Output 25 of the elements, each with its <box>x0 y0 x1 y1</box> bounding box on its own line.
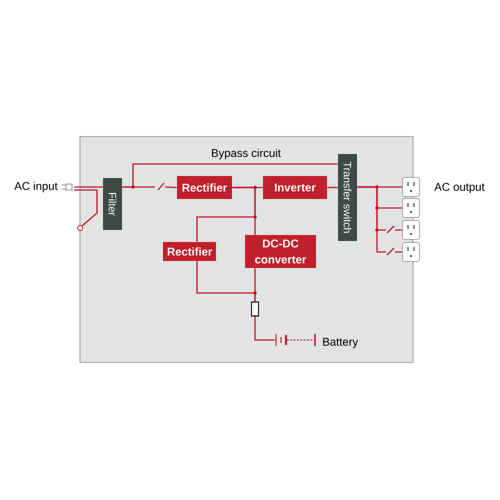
edge-label: Bypass circuit <box>210 147 282 161</box>
wire <box>122 163 338 188</box>
side-label: Battery <box>323 338 358 348</box>
outlet-icon <box>402 242 420 262</box>
component-box: Filter <box>103 178 122 230</box>
wire <box>74 186 103 188</box>
wire <box>74 189 98 226</box>
outlet-icon <box>402 198 420 218</box>
wire <box>327 186 338 188</box>
fuse-symbol <box>251 302 259 316</box>
component-box: Rectifier <box>163 242 216 261</box>
plug-icon <box>62 184 72 190</box>
component-box: Transfer switch <box>338 154 357 241</box>
outlet-icon <box>402 177 420 197</box>
wire <box>196 186 256 242</box>
wire <box>356 186 403 256</box>
wire <box>254 268 256 302</box>
component-box: Inverter <box>263 176 327 199</box>
wire <box>254 316 275 341</box>
component-box: DC-DC converter <box>245 235 316 268</box>
component-box: Rectifier <box>177 176 232 199</box>
outlet-icon <box>402 220 420 240</box>
output-label: AC output <box>434 182 485 194</box>
side-label: AC input <box>14 182 58 192</box>
battery-symbol <box>275 333 316 347</box>
